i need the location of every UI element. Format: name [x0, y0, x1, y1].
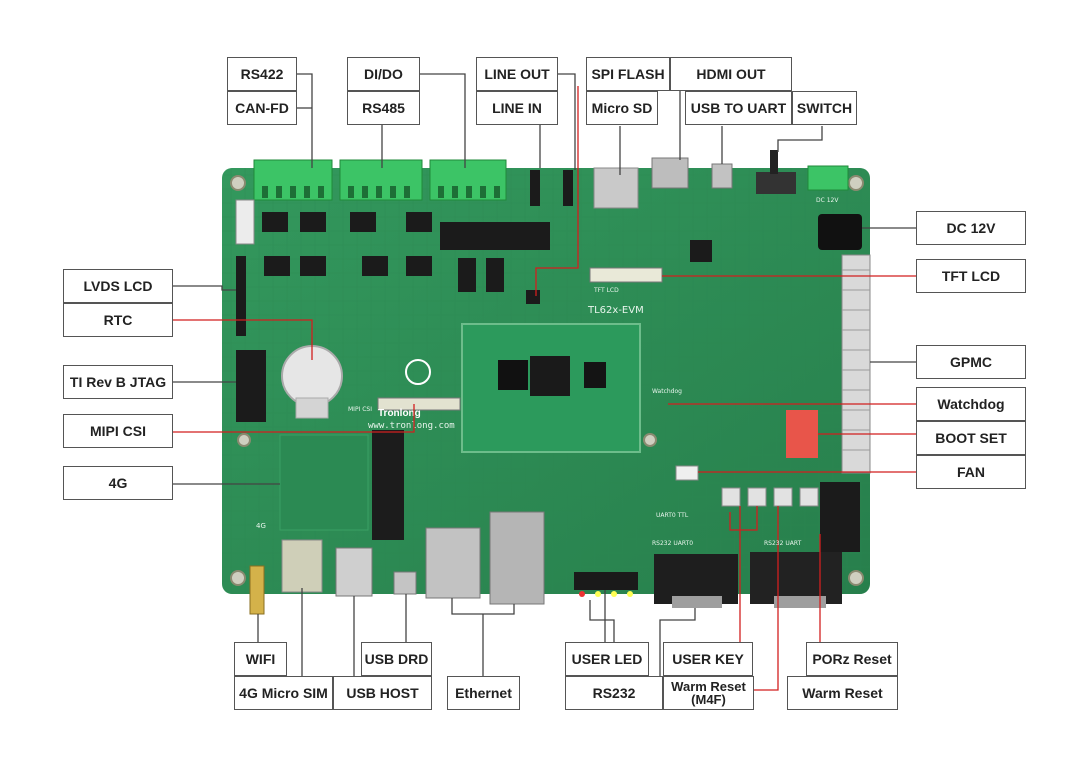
callout-usb-to-uart: USB TO UART: [685, 91, 792, 125]
callout-usb-host: USB HOST: [333, 676, 432, 710]
silk-tft-lcd: TFT LCD: [594, 287, 619, 294]
callout-warm-reset-m4f: Warm Reset (M4F): [663, 676, 754, 710]
silk-dc-12v: DC 12V: [816, 197, 839, 204]
board-buttons: [721, 487, 819, 507]
lvds-header: [235, 199, 255, 245]
callout-rs485: RS485: [347, 91, 420, 125]
callout-ti-rev-b-jtag: TI Rev B JTAG: [63, 365, 173, 399]
callout-user-led: USER LED: [565, 642, 649, 676]
silk-4g: 4G: [256, 522, 266, 530]
callout-can-fd: CAN-FD: [227, 91, 297, 125]
callout-porz-reset: PORz Reset: [806, 642, 898, 676]
tft-connector: [589, 267, 663, 283]
callout-line-in: LINE IN: [476, 91, 558, 125]
ic-chips: [236, 170, 860, 552]
leader-lines: [172, 73, 916, 691]
callout-gpmc: GPMC: [916, 345, 1026, 379]
callout-dc-12v: DC 12V: [916, 211, 1026, 245]
warm-reset-m4f-line1: Warm Reset: [671, 679, 746, 694]
callout-usb-drd: USB DRD: [361, 642, 432, 676]
silk-uart0-ttl: UART0 TTL: [656, 512, 689, 519]
mounting-holes: [230, 175, 864, 586]
callout-ethernet: Ethernet: [447, 676, 520, 710]
callout-rs232: RS232: [565, 676, 663, 710]
wifi-antenna: [249, 565, 265, 615]
4g-module-area: [279, 434, 369, 531]
callout-boot-set: BOOT SET: [916, 421, 1026, 455]
callout-lvds-lcd: LVDS LCD: [63, 269, 173, 303]
callout-micro-sd: Micro SD: [586, 91, 658, 125]
callout-line-out: LINE OUT: [476, 57, 558, 91]
4g-slot: [372, 430, 404, 540]
callout-watchdog: Watchdog: [916, 387, 1026, 421]
silk-rs232-uart: RS232 UART: [764, 540, 802, 547]
usb-drd-port: [393, 571, 417, 595]
user-leds: [574, 572, 638, 597]
dc-jack: [818, 214, 862, 250]
switch-body: [756, 172, 796, 194]
ethernet-port-1: [425, 527, 481, 599]
usb-host-port: [335, 547, 373, 597]
rs232-db9: [654, 554, 738, 604]
warm-reset-m4f-line2: (M4F): [691, 692, 726, 707]
lead-free-logo: [405, 359, 431, 385]
callout-switch: SWITCH: [792, 91, 857, 125]
callout-fan: FAN: [916, 455, 1026, 489]
sim-slot: [281, 539, 323, 593]
callout-di-do: DI/DO: [347, 57, 420, 91]
micro-sd-slot: [593, 167, 639, 209]
callout-rs422: RS422: [227, 57, 297, 91]
board-model: TL62x-EVM: [587, 305, 644, 316]
mipi-connector: [377, 397, 461, 411]
brand-name: Tronlong: [378, 408, 421, 419]
callout-user-key: USER KEY: [663, 642, 753, 676]
callout-wifi: WIFI: [234, 642, 287, 676]
ethernet-port-2: [489, 511, 545, 605]
silk-watchdog: Watchdog: [652, 388, 682, 395]
boot-switch: [786, 410, 818, 458]
gpmc-header: [841, 254, 871, 474]
callout-tft-lcd: TFT LCD: [916, 259, 1026, 293]
callout-spi-flash: SPI FLASH: [586, 57, 670, 91]
callout-4g-micro-sim: 4G Micro SIM: [234, 676, 333, 710]
silk-rs232-uart0: RS232 UART0: [652, 540, 694, 547]
callout-4g: 4G: [63, 466, 173, 500]
brand-website: www.tronlong.com: [368, 421, 455, 431]
callout-warm-reset: Warm Reset: [787, 676, 898, 710]
callout-hdmi-out: HDMI OUT: [670, 57, 792, 91]
usb-uart-connector: [711, 163, 733, 189]
silk-mipi-csi: MIPI CSI: [348, 406, 373, 413]
callout-rtc: RTC: [63, 303, 173, 337]
hdmi-connector: [651, 157, 689, 189]
fan-connector: [675, 465, 699, 481]
callout-mipi-csi: MIPI CSI: [63, 414, 173, 448]
rs232-db9-2: [750, 552, 842, 604]
